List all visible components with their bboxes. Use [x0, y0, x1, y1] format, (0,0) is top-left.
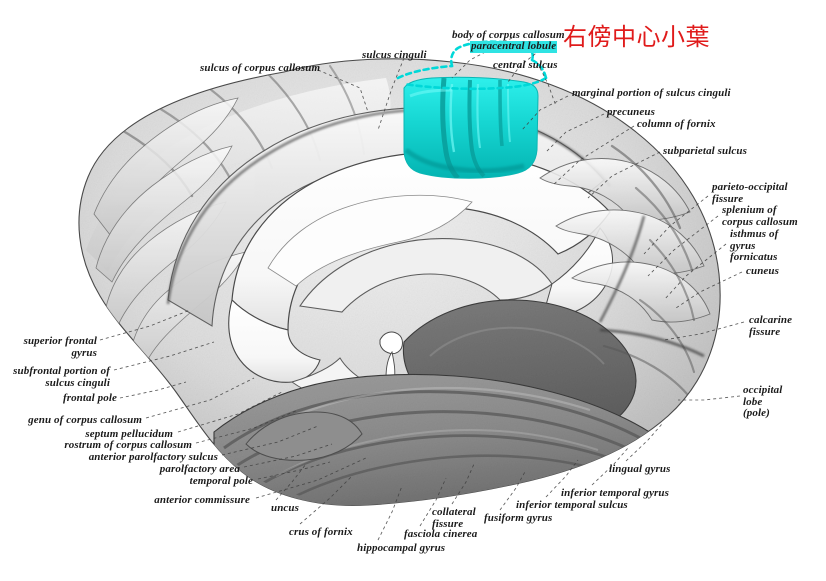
label-line: lingual gyrus: [609, 463, 671, 475]
label-genu-of-corpus-callosum: genu of corpus callosum: [28, 414, 142, 427]
label-line: precuneus: [607, 106, 655, 118]
label-line: fusiform gyrus: [484, 512, 553, 524]
label-line: inferior temporal gyrus: [561, 487, 670, 499]
label-column-of-fornix: column of fornix: [637, 118, 716, 131]
label-line: fornicatus: [730, 251, 778, 263]
label-line: hippocampal gyrus: [357, 542, 446, 554]
label-line: gyrus: [71, 346, 97, 359]
label-line: fissure: [712, 192, 744, 205]
label-line: occipital: [743, 384, 783, 396]
label-line: body of corpus callosum: [452, 29, 565, 41]
label-line: subparietal sulcus: [663, 145, 748, 157]
label-line: fissure: [749, 325, 781, 338]
label-line: anterior commissure: [154, 494, 250, 506]
cerebrum-medial-surface: [78, 40, 721, 506]
label-inferior-temporal-gyrus: inferior temporal gyrus: [561, 487, 670, 500]
label-subparietal-sulcus: subparietal sulcus: [663, 145, 748, 158]
label-temporal-pole: temporal pole: [189, 475, 253, 488]
paracentral-lobule-highlight: [403, 76, 539, 179]
label-uncus: uncus: [271, 502, 300, 515]
label-marginal-portion-of-sulcus-cinguli: marginal portion of sulcus cinguli: [572, 87, 731, 100]
leader-lines: [99, 37, 745, 541]
label-line: isthmus of: [730, 228, 779, 240]
label-line: parolfactory area: [159, 463, 240, 475]
label-septum-pellucidum: septum pellucidum: [85, 428, 173, 441]
label-fusiform-gyrus: fusiform gyrus: [484, 512, 553, 525]
annotation-right-paracentral-lobule: 右傍中心小葉: [563, 23, 710, 51]
label-line: septum pellucidum: [85, 428, 173, 440]
label-line: central sulcus: [493, 59, 558, 71]
label-body-of-corpus-callosum: body of corpus callosum: [452, 29, 565, 42]
label-line: crus of fornix: [289, 526, 353, 538]
label-hippocampal-gyrus: hippocampal gyrus: [357, 542, 446, 555]
label-line: fasciola cinerea: [404, 528, 478, 540]
label-sulcus-cinguli: sulcus cinguli: [362, 49, 427, 62]
label-line: anterior parolfactory sulcus: [88, 451, 218, 463]
label-frontal-pole: frontal pole: [62, 392, 117, 405]
label-line: inferior temporal sulcus: [516, 499, 628, 511]
label-central-sulcus: central sulcus: [493, 59, 558, 72]
label-line: rostrum of corpus callosum: [64, 439, 192, 451]
label-parolfactory-area: parolfactory area: [159, 463, 240, 476]
label-line: parieto-occipital: [712, 181, 788, 193]
label-line: temporal pole: [189, 475, 253, 487]
label-line: sulcus cinguli: [362, 49, 427, 61]
label-fasciola-cinerea: fasciola cinerea: [404, 528, 478, 541]
label-line: (pole): [743, 407, 770, 419]
label-line: collateral: [432, 506, 476, 518]
label-line: frontal pole: [62, 392, 117, 404]
label-precuneus: precuneus: [607, 106, 655, 119]
label-rostrum-of-corpus-callosum: rostrum of corpus callosum: [64, 439, 192, 452]
label-line: sulcus of corpus callosum: [200, 62, 321, 74]
label-anterior-commissure: anterior commissure: [154, 494, 250, 507]
label-line: subfrontal portion of: [13, 365, 110, 377]
label-line: paracentral lobule: [470, 40, 558, 53]
label-inferior-temporal-sulcus: inferior temporal sulcus: [516, 499, 628, 512]
label-line: genu of corpus callosum: [28, 414, 142, 426]
label-paracentral-lobule: paracentral lobule: [470, 40, 558, 53]
label-line: cuneus: [746, 265, 779, 277]
label-line: uncus: [271, 502, 300, 514]
label-line: sulcus cinguli: [45, 376, 110, 389]
label-line: splenium of: [722, 204, 777, 216]
label-line: column of fornix: [637, 118, 716, 130]
label-line: gyrus: [730, 239, 756, 252]
label-line: marginal portion of sulcus cinguli: [572, 87, 731, 99]
label-lingual-gyrus: lingual gyrus: [609, 463, 671, 476]
label-line: superior frontal: [23, 335, 97, 347]
label-line: calcarine: [749, 314, 793, 326]
label-crus-of-fornix: crus of fornix: [289, 526, 353, 539]
label-cuneus: cuneus: [746, 265, 779, 278]
label-line: lobe: [743, 395, 763, 408]
label-sulcus-of-corpus-callosum: sulcus of corpus callosum: [200, 62, 321, 75]
label-line: fissure: [432, 517, 464, 530]
label-anterior-parolfactory-sulcus: anterior parolfactory sulcus: [88, 451, 218, 464]
label-line: corpus callosum: [722, 215, 798, 228]
